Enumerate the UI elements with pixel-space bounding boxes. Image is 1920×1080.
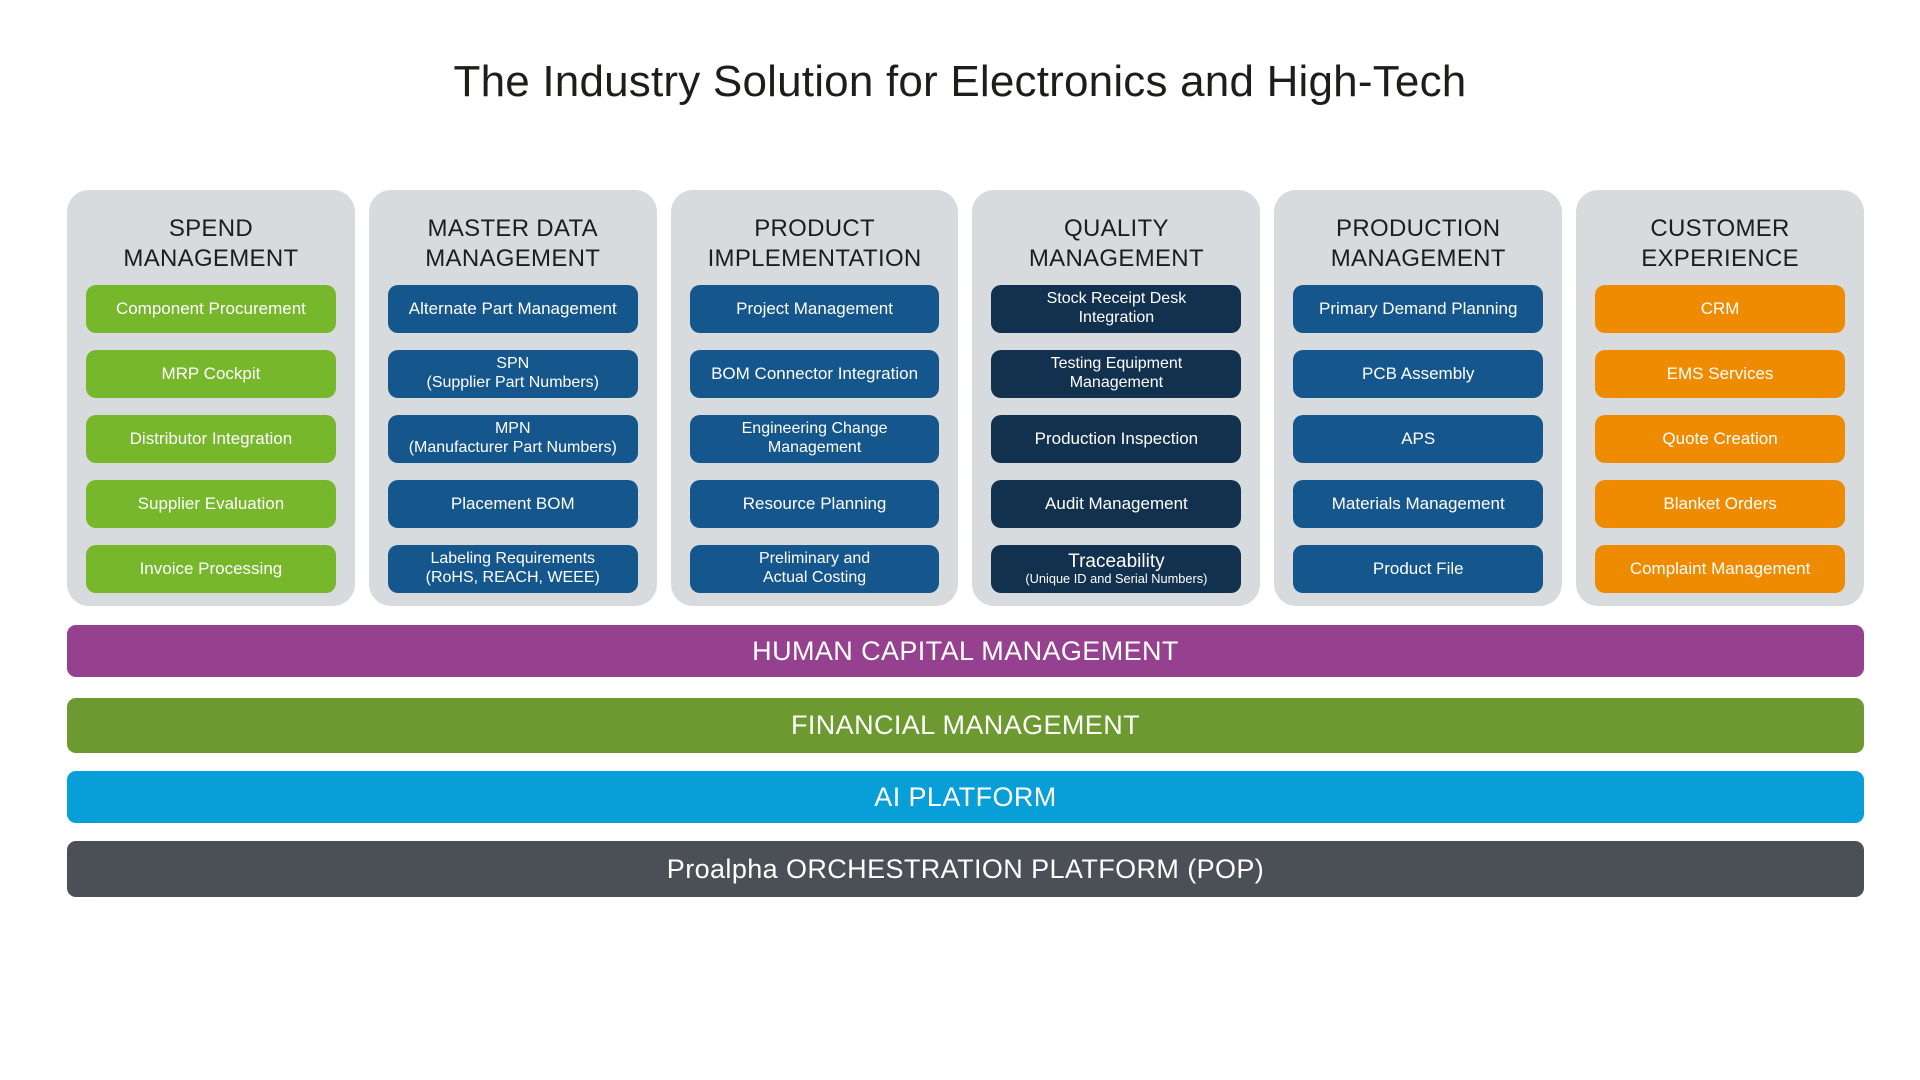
item-mpn: MPN(Manufacturer Part Numbers) <box>387 415 638 463</box>
item-materials-management: Materials Management <box>1293 480 1544 528</box>
item-complaint-management: Complaint Management <box>1595 545 1845 593</box>
column-items: Alternate Part Management SPN(Supplier P… <box>387 285 638 593</box>
item-label: EMS Services <box>1666 364 1774 384</box>
item-sublabel: Management <box>767 439 862 456</box>
item-sublabel: Integration <box>1078 309 1155 326</box>
item-label: Blanket Orders <box>1663 494 1777 514</box>
item-label: Component Procurement <box>115 299 306 319</box>
bar-financial-management: FINANCIAL MANAGEMENT <box>67 698 1864 753</box>
bar-human-capital-management: HUMAN CAPITAL MANAGEMENT <box>67 625 1864 677</box>
column-header-customer-experience: CUSTOMER EXPERIENCE <box>1641 215 1799 273</box>
column-spend-management: SPEND MANAGEMENT Component Procurement M… <box>67 190 355 606</box>
item-pcb-assembly: PCB Assembly <box>1293 350 1544 398</box>
column-master-data-management: MASTER DATA MANAGEMENT Alternate Part Ma… <box>368 190 657 606</box>
item-project-management: Project Management <box>689 285 940 333</box>
item-label: Complaint Management <box>1629 559 1811 579</box>
item-label: SPN <box>496 355 530 373</box>
item-label: Supplier Evaluation <box>137 494 285 514</box>
item-label: PCB Assembly <box>1362 364 1475 384</box>
column-items: CRM EMS Services Quote Creation Blanket … <box>1595 285 1845 593</box>
item-label: Audit Management <box>1045 494 1188 514</box>
item-alternate-part-management: Alternate Part Management <box>387 285 638 333</box>
item-placement-bom: Placement BOM <box>387 480 638 528</box>
item-label: Resource Planning <box>742 494 887 514</box>
item-label: MRP Cockpit <box>161 364 261 384</box>
item-labeling-requirements: Labeling Requirements(RoHS, REACH, WEEE) <box>387 545 638 593</box>
column-items: Primary Demand Planning PCB Assembly APS… <box>1293 285 1544 593</box>
column-header-quality-management: QUALITY MANAGEMENT <box>1028 215 1204 273</box>
solution-columns: SPEND MANAGEMENT Component Procurement M… <box>67 190 1864 606</box>
item-label: Quote Creation <box>1662 429 1778 449</box>
item-label: CRM <box>1700 299 1740 319</box>
item-supplier-evaluation: Supplier Evaluation <box>86 480 336 528</box>
item-label: Invoice Processing <box>139 559 283 579</box>
item-spn: SPN(Supplier Part Numbers) <box>387 350 638 398</box>
item-crm: CRM <box>1595 285 1845 333</box>
item-label: Preliminary and <box>758 550 871 568</box>
item-label: Testing Equipment <box>1050 355 1183 373</box>
item-traceability: Traceability(Unique ID and Serial Number… <box>991 545 1242 593</box>
item-label: Stock Receipt Desk <box>1046 290 1187 308</box>
item-primary-demand-planning: Primary Demand Planning <box>1293 285 1544 333</box>
item-label: Alternate Part Management <box>408 299 617 319</box>
item-component-procurement: Component Procurement <box>86 285 336 333</box>
bar-ai-platform: AI PLATFORM <box>67 771 1864 823</box>
item-bom-connector-integration: BOM Connector Integration <box>689 350 940 398</box>
item-sublabel: (Manufacturer Part Numbers) <box>408 439 617 456</box>
column-header-spend-management: SPEND MANAGEMENT <box>123 215 299 273</box>
item-distributor-integration: Distributor Integration <box>86 415 336 463</box>
column-header-master-data-management: MASTER DATA MANAGEMENT <box>425 215 601 273</box>
item-blanket-orders: Blanket Orders <box>1595 480 1845 528</box>
item-ems-services: EMS Services <box>1595 350 1845 398</box>
column-product-implementation: PRODUCT IMPLEMENTATION Project Managemen… <box>670 190 959 606</box>
item-sublabel: (Supplier Part Numbers) <box>426 374 599 391</box>
item-label: BOM Connector Integration <box>711 364 919 384</box>
item-label: Traceability <box>1068 550 1165 572</box>
item-aps: APS <box>1293 415 1544 463</box>
item-label: Production Inspection <box>1034 429 1199 449</box>
item-label: Engineering Change <box>741 420 888 438</box>
item-sublabel: Management <box>1069 374 1164 391</box>
column-items: Component Procurement MRP Cockpit Distri… <box>86 285 336 593</box>
column-customer-experience: CUSTOMER EXPERIENCE CRM EMS Services Quo… <box>1576 190 1864 606</box>
bar-label: FINANCIAL MANAGEMENT <box>790 710 1141 740</box>
item-sublabel: (RoHS, REACH, WEEE) <box>425 569 600 586</box>
column-production-management: PRODUCTION MANAGEMENT Primary Demand Pla… <box>1274 190 1563 606</box>
item-invoice-processing: Invoice Processing <box>86 545 336 593</box>
item-label: Materials Management <box>1331 494 1505 514</box>
item-sublabel: Actual Costing <box>762 569 867 586</box>
bar-proalpha-orchestration-platform: Proalpha ORCHESTRATION PLATFORM (POP) <box>67 841 1864 897</box>
item-label: Project Management <box>736 299 893 319</box>
item-label: Placement BOM <box>450 494 575 514</box>
column-header-production-management: PRODUCTION MANAGEMENT <box>1330 215 1506 273</box>
item-sublabel: (Unique ID and Serial Numbers) <box>1025 570 1208 586</box>
column-items: Project Management BOM Connector Integra… <box>689 285 940 593</box>
item-mrp-cockpit: MRP Cockpit <box>86 350 336 398</box>
item-audit-management: Audit Management <box>991 480 1242 528</box>
bar-label: AI PLATFORM <box>874 781 1057 812</box>
page-title: The Industry Solution for Electronics an… <box>453 57 1467 106</box>
bar-label: Proalpha ORCHESTRATION PLATFORM (POP) <box>666 853 1265 884</box>
item-label: Distributor Integration <box>129 429 293 449</box>
item-label: APS <box>1401 429 1436 449</box>
item-label: Primary Demand Planning <box>1319 299 1518 319</box>
item-quote-creation: Quote Creation <box>1595 415 1845 463</box>
item-label: Labeling Requirements <box>430 550 596 568</box>
item-label: Product File <box>1372 559 1464 579</box>
bar-label: HUMAN CAPITAL MANAGEMENT <box>752 635 1179 666</box>
column-header-product-implementation: PRODUCT IMPLEMENTATION <box>707 215 922 273</box>
item-resource-planning: Resource Planning <box>689 480 940 528</box>
item-label: MPN <box>494 420 531 438</box>
item-production-inspection: Production Inspection <box>991 415 1242 463</box>
item-product-file: Product File <box>1293 545 1544 593</box>
